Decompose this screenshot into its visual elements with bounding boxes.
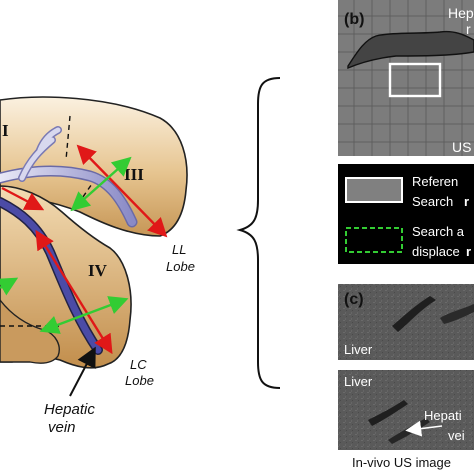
us-image-top-liver-label: Liver xyxy=(344,342,373,357)
green-arrow-upper xyxy=(70,156,132,212)
panel-b-background xyxy=(338,0,474,156)
liver-diagram: I III IV LL Lobe LC Lobe Hepatic vein xyxy=(0,96,195,436)
us-image-bottom-dark-vessel xyxy=(368,400,408,426)
legend: Referen Search r Search a displace r xyxy=(338,164,474,264)
us-image-bottom xyxy=(338,370,474,450)
curly-brace xyxy=(236,77,281,389)
panel-c-us-images: (c) Liver Liver Hepati vei In-vivo US im… xyxy=(338,284,474,470)
segment-label-iii: III xyxy=(124,165,144,184)
hepatic-vein-label-line1: Hepatic xyxy=(44,401,95,418)
segment-label-i: I xyxy=(2,121,9,140)
lc-lobe-label-line2: Lobe xyxy=(125,373,154,388)
ll-lobe-label-line2: Lobe xyxy=(166,259,195,274)
legend-search-line1: Search a xyxy=(412,224,465,239)
panel-b-vessel xyxy=(347,30,474,70)
panel-b-top-text: Hep xyxy=(448,5,474,21)
panel-b-top-text2: r xyxy=(466,21,471,37)
panel-b-reference-box xyxy=(388,62,442,98)
legend-search-swatch xyxy=(345,227,403,253)
hepatic-vein-pointer xyxy=(69,346,96,397)
legend-search-line2-a: displace xyxy=(412,244,460,259)
us-image-bottom-pointer xyxy=(405,420,443,437)
us-image-bottom-vein-label: vei xyxy=(448,428,465,443)
panel-b-tag: (b) xyxy=(344,11,364,28)
green-arrow-lower xyxy=(39,296,129,334)
lc-lobe-label-line1: LC xyxy=(130,357,147,372)
red-arrow-left xyxy=(1,186,45,211)
legend-ref-line1: Referen xyxy=(412,174,458,189)
legend-ref-line2-b: r xyxy=(464,194,469,209)
green-arrow-left xyxy=(0,277,19,296)
upper-vein-sub-branch-fill xyxy=(19,127,61,181)
panel-c-tag: (c) xyxy=(344,291,364,308)
panel-b-bottom-text: US xyxy=(452,139,471,155)
hepatic-vein-label-line2: vein xyxy=(48,419,76,436)
legend-reference-swatch xyxy=(345,177,403,203)
segment-boundary-upper xyxy=(65,115,71,161)
us-image-bottom-hepatic-label: Hepati xyxy=(424,408,462,423)
legend-search-line2-b: r xyxy=(466,244,471,259)
segment-label-iv: IV xyxy=(88,261,108,280)
panel-c-caption: In-vivo US image xyxy=(352,455,451,470)
panel-b-us-schematic: (b) Hep r US xyxy=(338,0,474,156)
us-image-bottom-liver-label: Liver xyxy=(344,374,373,389)
ll-lobe-label-line1: LL xyxy=(172,242,186,257)
us-image-top-dark-vessel-2 xyxy=(440,304,474,324)
us-image-top-dark-vessel xyxy=(392,296,436,332)
legend-ref-line2-a: Search xyxy=(412,194,453,209)
